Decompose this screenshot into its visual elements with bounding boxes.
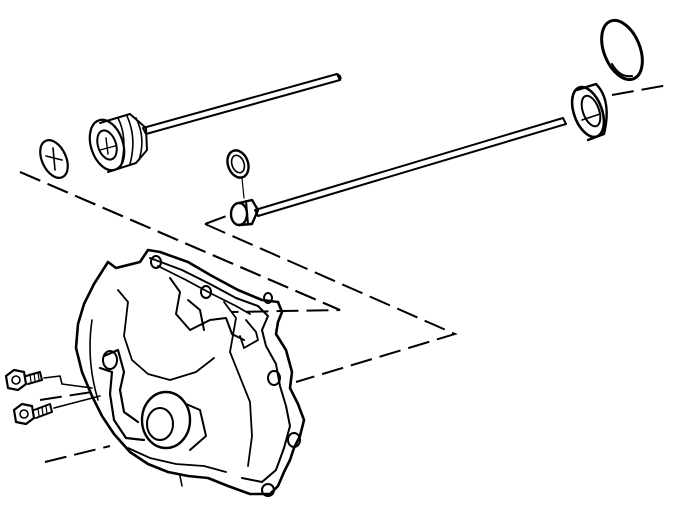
housing-cover — [74, 248, 306, 497]
shaft-long-lower — [254, 117, 567, 217]
washer — [39, 139, 69, 179]
small-gear-hub — [229, 198, 260, 227]
seal — [570, 82, 608, 142]
shaft-long-upper — [142, 73, 342, 135]
gear-spool — [88, 113, 148, 173]
retaining-ring — [600, 18, 644, 82]
small-o-ring — [226, 149, 250, 199]
bolt-lower — [12, 395, 101, 426]
bolt-upper — [4, 368, 93, 392]
leader-lines — [19, 84, 669, 463]
